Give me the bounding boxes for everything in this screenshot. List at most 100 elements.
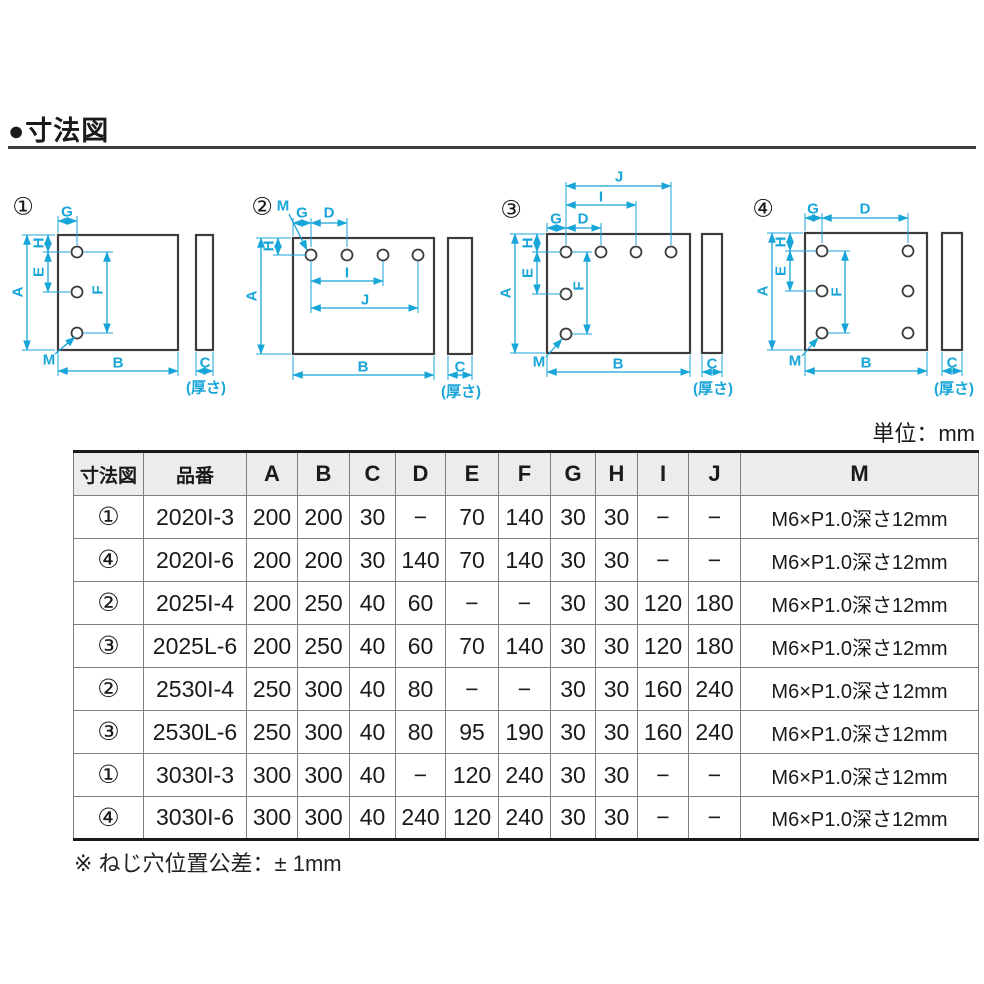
dim-label-m: M bbox=[277, 198, 290, 215]
table-cell: 140 bbox=[395, 538, 446, 582]
dim-label-m: M bbox=[789, 353, 802, 370]
hole bbox=[815, 284, 829, 298]
diagram-1: ① G A H E F M B C (厚さ) bbox=[10, 194, 227, 397]
table-cell: 200 bbox=[246, 581, 298, 625]
dim-label-m: M bbox=[533, 354, 546, 371]
hole bbox=[815, 326, 829, 340]
column-header: 寸法図 bbox=[73, 451, 144, 496]
table-cell: 80 bbox=[395, 710, 446, 754]
hole bbox=[376, 248, 390, 262]
dim-label-a: A bbox=[245, 290, 261, 301]
table-cell: 200 bbox=[246, 624, 298, 668]
dim-label-d: D bbox=[324, 205, 335, 222]
part-number-cell: 3030I-6 bbox=[143, 796, 247, 840]
dimension-lines bbox=[22, 216, 214, 376]
holes bbox=[815, 244, 915, 340]
diagram-number-badge: ④ bbox=[752, 196, 774, 223]
dimension-lines bbox=[256, 213, 473, 380]
table-cell: 40 bbox=[349, 753, 396, 797]
table-cell: 300 bbox=[297, 667, 350, 711]
diagram-ref-cell: ② bbox=[73, 667, 144, 711]
column-header: A bbox=[246, 451, 298, 496]
table-cell: 30 bbox=[595, 667, 638, 711]
hole bbox=[594, 245, 608, 259]
hole bbox=[70, 326, 84, 340]
table-cell: M6×P1.0深さ12mm bbox=[740, 624, 979, 668]
page-title: ●寸法図 bbox=[8, 116, 110, 146]
table-cell: − bbox=[395, 753, 446, 797]
table-cell: − bbox=[688, 753, 741, 797]
table-cell: 30 bbox=[595, 495, 638, 539]
table-cell: 30 bbox=[595, 538, 638, 582]
hole bbox=[304, 248, 318, 262]
table-cell: 250 bbox=[297, 624, 350, 668]
dim-label-f: F bbox=[829, 287, 846, 296]
table-cell: 180 bbox=[688, 581, 741, 625]
dim-label-b: B bbox=[113, 355, 124, 372]
dim-label-i: I bbox=[599, 189, 603, 206]
table-cell: 70 bbox=[445, 624, 499, 668]
part-number-cell: 3030I-3 bbox=[143, 753, 247, 797]
table-cell: 30 bbox=[595, 624, 638, 668]
dim-label-g: G bbox=[296, 205, 308, 222]
dim-label-h: H bbox=[261, 241, 278, 252]
table-cell: 200 bbox=[246, 538, 298, 582]
table-cell: − bbox=[688, 538, 741, 582]
holes bbox=[70, 245, 84, 340]
title-underline bbox=[8, 146, 976, 149]
dim-label-a: A bbox=[10, 286, 27, 297]
table-cell: − bbox=[688, 796, 741, 840]
dim-label-j: J bbox=[615, 169, 623, 186]
table-cell: 120 bbox=[445, 796, 499, 840]
table-cell: 300 bbox=[246, 753, 298, 797]
table-cell: 300 bbox=[297, 796, 350, 840]
table-cell: − bbox=[445, 581, 499, 625]
table-cell: − bbox=[637, 753, 689, 797]
table-cell: M6×P1.0深さ12mm bbox=[740, 710, 979, 754]
table-cell: − bbox=[498, 667, 551, 711]
table-cell: 120 bbox=[637, 624, 689, 668]
table-cell: 80 bbox=[395, 667, 446, 711]
column-header: D bbox=[395, 451, 446, 496]
table-cell: 30 bbox=[550, 624, 596, 668]
table-cell: 30 bbox=[550, 538, 596, 582]
table-cell: M6×P1.0深さ12mm bbox=[740, 667, 979, 711]
table-cell: 30 bbox=[550, 753, 596, 797]
table-cell: 240 bbox=[688, 667, 741, 711]
table-cell: 30 bbox=[595, 796, 638, 840]
table-cell: 140 bbox=[498, 538, 551, 582]
dim-label-d: D bbox=[578, 211, 589, 228]
table-cell: 40 bbox=[349, 624, 396, 668]
diagram-ref-cell: ① bbox=[73, 495, 144, 539]
table-cell: 70 bbox=[445, 495, 499, 539]
diagram-ref-cell: ④ bbox=[73, 538, 144, 582]
diagram-number-badge: ① bbox=[12, 194, 34, 221]
dim-label-h: H bbox=[773, 237, 790, 248]
table-cell: 30 bbox=[349, 538, 396, 582]
table-cell: − bbox=[637, 538, 689, 582]
table-cell: 40 bbox=[349, 796, 396, 840]
dim-label-g: G bbox=[550, 211, 562, 228]
column-header: B bbox=[297, 451, 350, 496]
diagram-number-badge: ② bbox=[251, 194, 273, 221]
table-cell: 250 bbox=[246, 710, 298, 754]
table-cell: − bbox=[688, 495, 741, 539]
table-cell: 60 bbox=[395, 624, 446, 668]
dim-label-g: G bbox=[61, 204, 73, 221]
table-cell: 30 bbox=[595, 581, 638, 625]
holes bbox=[304, 248, 425, 262]
dim-label-c: C bbox=[707, 356, 718, 373]
part-number-cell: 2020I-6 bbox=[143, 538, 247, 582]
dim-label-f: F bbox=[90, 285, 107, 294]
table-cell: 30 bbox=[595, 710, 638, 754]
column-header: G bbox=[550, 451, 596, 496]
table-cell: 30 bbox=[550, 581, 596, 625]
plate-side bbox=[940, 231, 964, 352]
table-cell: 40 bbox=[349, 581, 396, 625]
